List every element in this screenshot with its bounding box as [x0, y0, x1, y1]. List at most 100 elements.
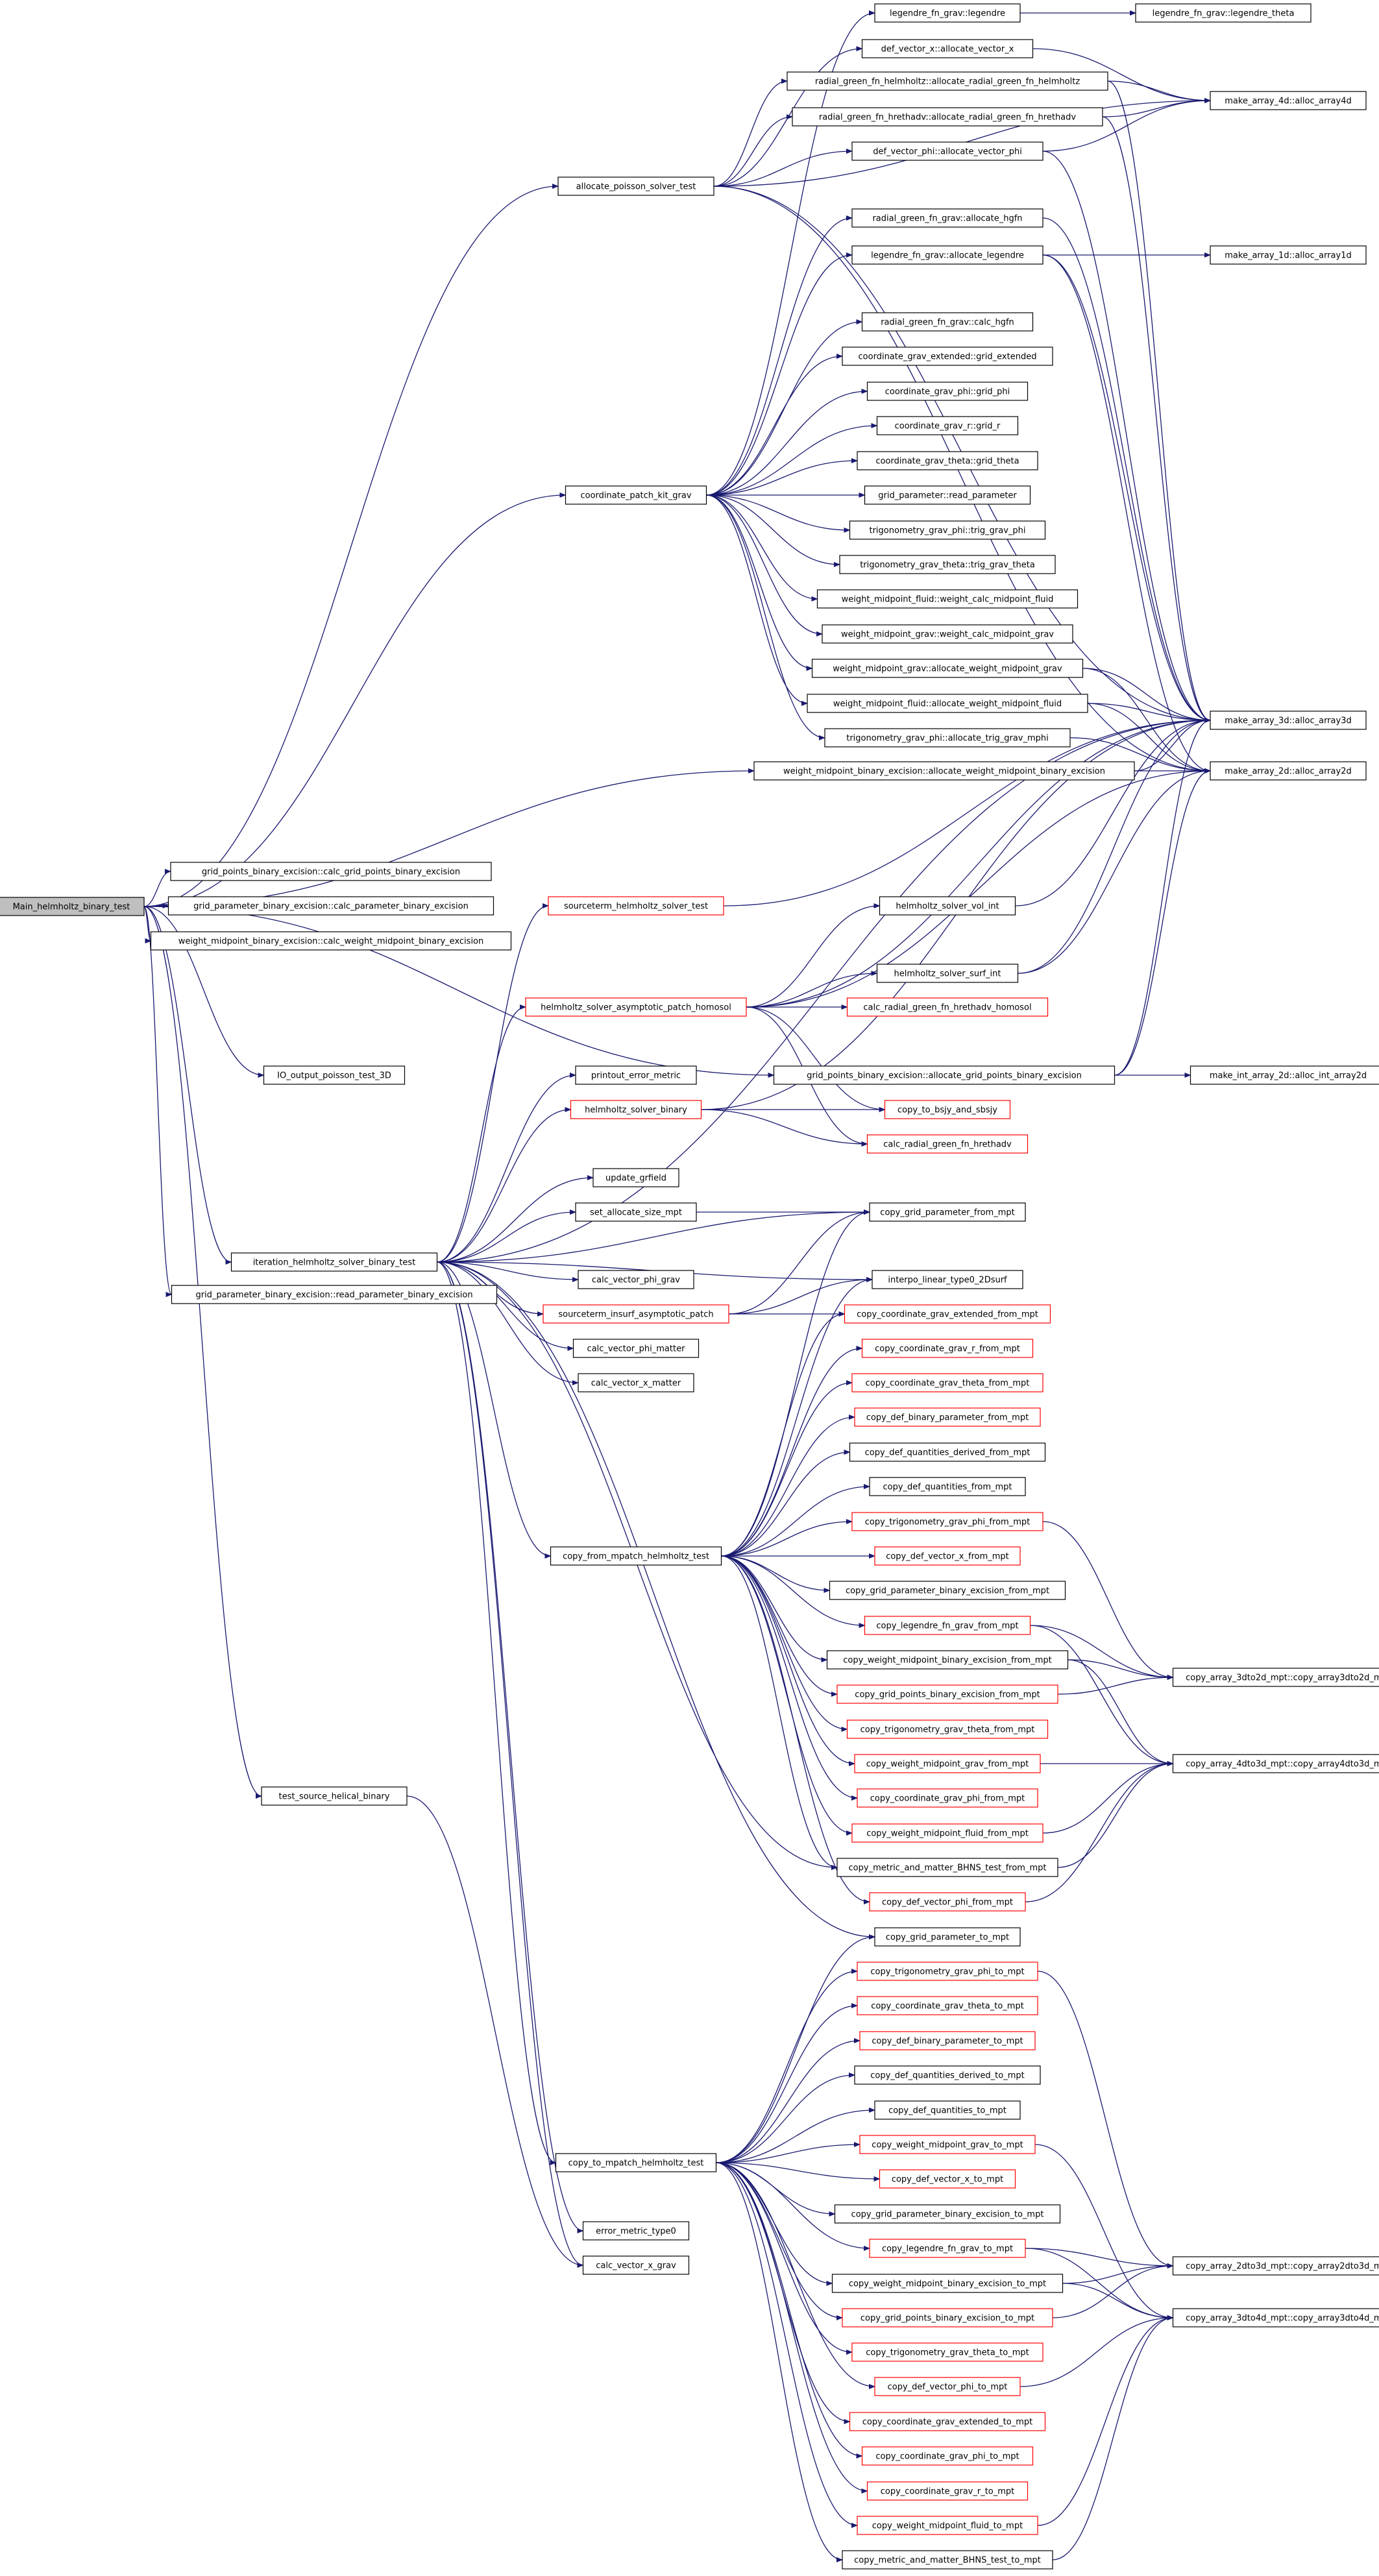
function-node-calcrg[interactable]: calc_radial_green_fn_hrethadv_homosol — [846, 997, 1049, 1017]
function-node-dvx[interactable]: def_vector_x::allocate_vector_x — [861, 39, 1034, 58]
function-node-calchgfn[interactable]: radial_green_fn_grav::calc_hgfn — [861, 312, 1034, 332]
function-node-cvpg[interactable]: calc_vector_phi_grav — [578, 1270, 694, 1289]
function-node-errm[interactable]: error_metric_type0 — [582, 2221, 690, 2241]
function-node-dvphi[interactable]: def_vector_phi::allocate_vector_phi — [851, 141, 1043, 161]
function-node-hsvol[interactable]: helmholtz_solver_vol_int — [879, 896, 1016, 916]
function-node-cgphi[interactable]: coordinate_grav_phi::grid_phi — [866, 382, 1029, 401]
function-node-ap[interactable]: allocate_poisson_solver_test — [557, 176, 714, 196]
function-node-cwmffrom[interactable]: copy_weight_midpoint_fluid_from_mpt — [851, 1823, 1043, 1843]
function-node-cdvphifrom[interactable]: copy_def_vector_phi_from_mpt — [869, 1892, 1026, 1912]
function-node-bsjy[interactable]: copy_to_bsjy_and_sbsjy — [884, 1100, 1011, 1119]
function-node-cgpbfrom[interactable]: copy_grid_parameter_binary_excision_from… — [829, 1581, 1066, 1600]
function-node-cwmgfrom[interactable]: copy_weight_midpoint_grav_from_mpt — [854, 1754, 1041, 1773]
function-node-cdvphito[interactable]: copy_def_vector_phi_to_mpt — [874, 2377, 1021, 2396]
function-node-cto[interactable]: copy_to_mpatch_helmholtz_test — [555, 2153, 717, 2172]
function-node-cdqto[interactable]: copy_def_quantities_to_mpt — [874, 2100, 1021, 2120]
function-node-cmatfrom[interactable]: copy_metric_and_matter_BHNS_test_from_mp… — [836, 1858, 1058, 1877]
function-node-rghelm[interactable]: radial_green_fn_helmholtz::allocate_radi… — [787, 71, 1108, 91]
function-node-cwmbfrom[interactable]: copy_weight_midpoint_binary_excision_fro… — [826, 1650, 1069, 1670]
function-node-cgthfrom[interactable]: copy_coordinate_grav_theta_from_mpt — [851, 1373, 1043, 1392]
function-node-cgpointsto[interactable]: copy_grid_points_binary_excision_to_mpt — [842, 2308, 1053, 2327]
function-node-a3d[interactable]: make_array_3d::alloc_array3d — [1210, 711, 1367, 730]
function-node-a4d[interactable]: make_array_4d::alloc_array4d — [1210, 91, 1367, 110]
function-node-gpread[interactable]: grid_parameter::read_parameter — [864, 485, 1031, 505]
function-node-gpball[interactable]: grid_points_binary_excision::allocate_gr… — [773, 1065, 1116, 1085]
function-node-gparb_calc[interactable]: grid_parameter_binary_excision::calc_par… — [167, 896, 494, 916]
function-node-cvxg[interactable]: calc_vector_x_grav — [582, 2255, 690, 2275]
function-node-wmfcalc[interactable]: weight_midpoint_fluid::weight_calc_midpo… — [816, 589, 1079, 609]
function-node-io[interactable]: IO_output_poisson_test_3D — [263, 1065, 406, 1085]
function-node-cmatto[interactable]: copy_metric_and_matter_BHNS_test_to_mpt — [842, 2550, 1053, 2570]
function-node-hsb[interactable]: helmholtz_solver_binary — [570, 1100, 702, 1119]
function-node-ctgphifrom[interactable]: copy_trigonometry_grav_phi_from_mpt — [851, 1512, 1043, 1531]
function-node-calcrgh[interactable]: calc_radial_green_fn_hrethadv — [866, 1134, 1029, 1154]
function-node-tgmphi[interactable]: trigonometry_grav_phi::allocate_trig_gra… — [824, 728, 1071, 747]
function-node-cgphifrom[interactable]: copy_coordinate_grav_phi_from_mpt — [857, 1788, 1038, 1808]
function-node-hsasym[interactable]: helmholtz_solver_asymptotic_patch_homoso… — [525, 997, 747, 1017]
function-node-tshb[interactable]: test_source_helical_binary — [261, 1786, 408, 1806]
function-node-cdbpfrom[interactable]: copy_def_binary_parameter_from_mpt — [854, 1407, 1041, 1427]
function-node-cgphito[interactable]: copy_coordinate_grav_phi_to_mpt — [861, 2446, 1034, 2466]
function-node-cdqfrom[interactable]: copy_def_quantities_from_mpt — [869, 1477, 1026, 1496]
function-node-c4to3[interactable]: copy_array_4dto3d_mpt::copy_array4dto3d_… — [1172, 1754, 1379, 1773]
function-node-cgthto[interactable]: copy_coordinate_grav_theta_to_mpt — [857, 1996, 1038, 2015]
function-node-wmgcalc[interactable]: weight_midpoint_grav::weight_calc_midpoi… — [822, 624, 1073, 644]
function-node-a2d[interactable]: make_array_2d::alloc_array2d — [1210, 761, 1367, 781]
function-node-cgr[interactable]: coordinate_grav_r::grid_r — [876, 416, 1019, 435]
function-node-ctgthto[interactable]: copy_trigonometry_grav_theta_to_mpt — [851, 2342, 1043, 2362]
function-node-cgrfrom[interactable]: copy_coordinate_grav_r_from_mpt — [861, 1339, 1034, 1358]
function-node-cgextto[interactable]: copy_coordinate_grav_extended_to_mpt — [849, 2412, 1046, 2431]
function-node-cdqdto[interactable]: copy_def_quantities_derived_to_mpt — [854, 2065, 1041, 2085]
function-node-wmb_calc[interactable]: weight_midpoint_binary_excision::calc_we… — [150, 931, 512, 951]
function-node-cwmfto[interactable]: copy_weight_midpoint_fluid_to_mpt — [857, 2516, 1038, 2535]
function-node-cgext[interactable]: coordinate_grav_extended::grid_extended — [842, 346, 1053, 366]
function-node-ctgthfrom[interactable]: copy_trigonometry_grav_theta_from_mpt — [846, 1719, 1049, 1739]
function-node-cgextfrom[interactable]: copy_coordinate_grav_extended_from_mpt — [844, 1304, 1051, 1324]
function-node-srcterm[interactable]: sourceterm_helmholtz_solver_test — [548, 896, 724, 916]
function-node-cgpbto[interactable]: copy_grid_parameter_binary_excision_to_m… — [834, 2204, 1061, 2224]
function-node-cgth[interactable]: coordinate_grav_theta::grid_theta — [857, 451, 1038, 470]
function-node-hssurf[interactable]: helmholtz_solver_surf_int — [876, 964, 1019, 983]
function-node-ctgphito[interactable]: copy_trigonometry_grav_phi_to_mpt — [857, 1962, 1038, 1981]
function-node-tgphi[interactable]: trigonometry_grav_phi::trig_grav_phi — [849, 520, 1046, 540]
function-node-rghgfn[interactable]: radial_green_fn_grav::allocate_hgfn — [851, 208, 1043, 228]
function-node-cgpto[interactable]: copy_grid_parameter_to_mpt — [874, 1927, 1021, 1947]
function-node-gpb_calc[interactable]: grid_points_binary_excision::calc_grid_p… — [170, 862, 492, 881]
function-node-cdqdfrom[interactable]: copy_def_quantities_derived_from_mpt — [849, 1442, 1046, 1462]
function-node-wmfall[interactable]: weight_midpoint_fluid::allocate_weight_m… — [807, 694, 1088, 713]
function-node-iter[interactable]: iteration_helmholtz_solver_binary_test — [230, 1252, 438, 1272]
function-node-printerr[interactable]: printout_error_metric — [575, 1065, 697, 1085]
function-node-leg[interactable]: legendre_fn_grav::legendre — [874, 3, 1021, 23]
function-node-wmgall[interactable]: weight_midpoint_grav::allocate_weight_mi… — [811, 659, 1084, 678]
function-node-srcinsurf[interactable]: sourceterm_insurf_asymptotic_patch — [543, 1304, 729, 1324]
function-node-cpk[interactable]: coordinate_patch_kit_grav — [565, 485, 707, 505]
function-node-legall[interactable]: legendre_fn_grav::allocate_legendre — [851, 245, 1043, 265]
function-node-c3to2[interactable]: copy_array_3dto2d_mpt::copy_array3dto2d_… — [1172, 1668, 1379, 1687]
function-node-a1d[interactable]: make_array_1d::alloc_array1d — [1210, 245, 1367, 265]
function-node-tgth[interactable]: trigonometry_grav_theta::trig_grav_theta — [839, 555, 1056, 574]
function-node-cgrto[interactable]: copy_coordinate_grav_r_to_mpt — [866, 2481, 1029, 2501]
function-node-c3to4[interactable]: copy_array_3dto4d_mpt::copy_array3dto4d_… — [1172, 2308, 1379, 2327]
function-node-cdvxfrom[interactable]: copy_def_vector_x_from_mpt — [874, 1546, 1021, 1566]
function-node-cvpm[interactable]: calc_vector_phi_matter — [572, 1339, 700, 1358]
function-node-legth[interactable]: legendre_fn_grav::legendre_theta — [1135, 3, 1312, 23]
function-node-gparb_read[interactable]: grid_parameter_binary_excision::read_par… — [171, 1285, 498, 1304]
function-node-c2to3[interactable]: copy_array_2dto3d_mpt::copy_array2dto3d_… — [1172, 2256, 1379, 2276]
function-node-cwmgto[interactable]: copy_weight_midpoint_grav_to_mpt — [859, 2135, 1036, 2154]
function-node-cdvxto[interactable]: copy_def_vector_x_to_mpt — [879, 2169, 1016, 2189]
function-node-wmbe[interactable]: weight_midpoint_binary_excision::allocat… — [753, 761, 1135, 781]
function-node-root[interactable]: Main_helmholtz_binary_test — [0, 897, 145, 916]
function-node-ia2d[interactable]: make_int_array_2d::alloc_int_array2d — [1190, 1065, 1379, 1085]
function-node-interp[interactable]: interpo_linear_type0_2Dsurf — [872, 1270, 1023, 1289]
function-node-cdbpto[interactable]: copy_def_binary_parameter_to_mpt — [859, 2031, 1036, 2050]
function-node-cgpfrom[interactable]: copy_grid_parameter_from_mpt — [869, 1202, 1026, 1222]
function-node-clegfrom[interactable]: copy_legendre_fn_grav_from_mpt — [864, 1616, 1031, 1635]
function-node-cvxm[interactable]: calc_vector_x_matter — [578, 1373, 694, 1392]
function-node-cfrom[interactable]: copy_from_mpatch_helmholtz_test — [550, 1546, 722, 1566]
function-node-cwmbto[interactable]: copy_weight_midpoint_binary_excision_to_… — [831, 2274, 1064, 2293]
function-node-setall[interactable]: set_allocate_size_mpt — [575, 1202, 697, 1222]
function-node-cgpointsfrom[interactable]: copy_grid_points_binary_excision_from_mp… — [836, 1684, 1058, 1704]
function-node-clegto[interactable]: copy_legendre_fn_grav_to_mpt — [869, 2239, 1026, 2258]
function-node-rghret[interactable]: radial_green_fn_hrethadv::allocate_radia… — [792, 107, 1103, 127]
function-node-updgrf[interactable]: update_grfield — [592, 1168, 679, 1187]
